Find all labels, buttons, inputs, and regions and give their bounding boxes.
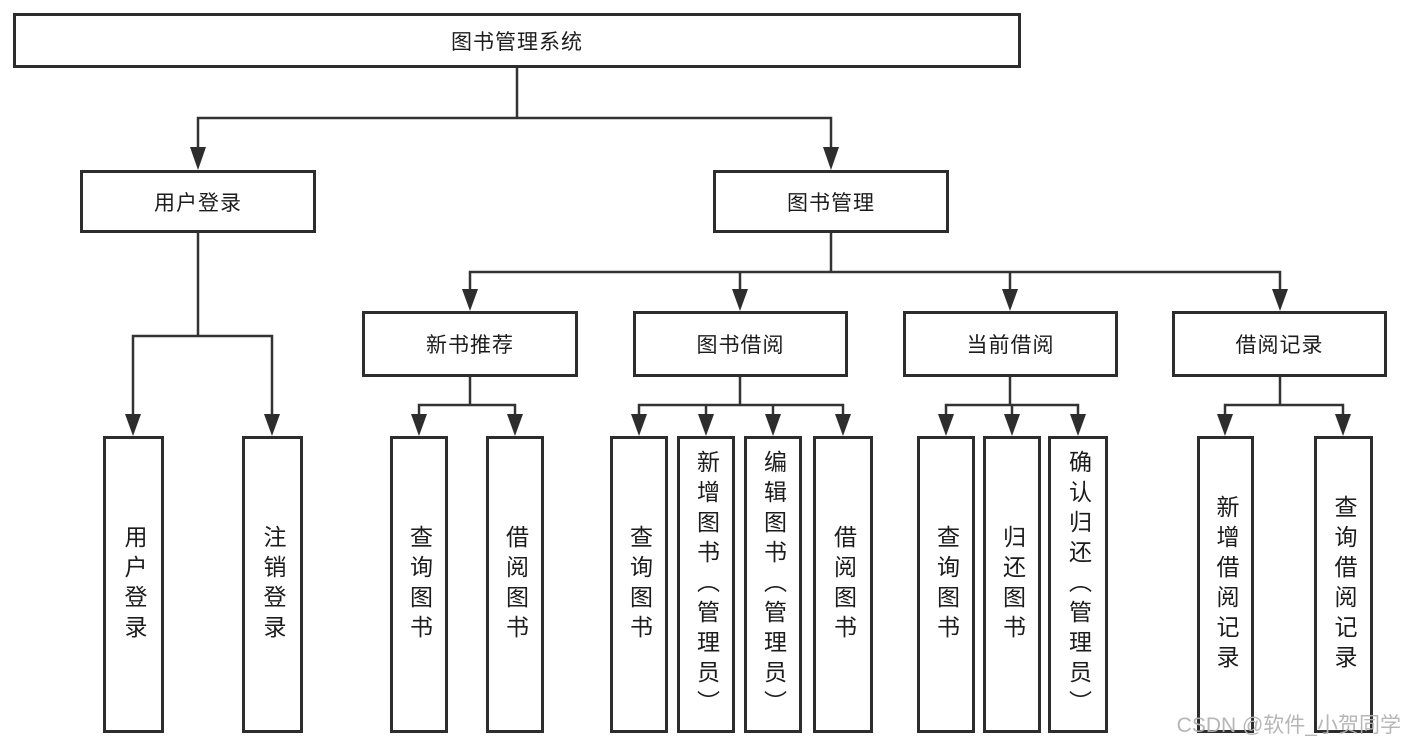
- leaf-user-login-label: 用户登录: [121, 524, 147, 645]
- node-borrowing-records: 借阅记录: [1172, 311, 1387, 377]
- leaf-confirm-return-admin: 确认归还（管理员）: [1048, 436, 1108, 733]
- leaf-edit-books-admin-label: 编辑图书（管理员）: [760, 449, 787, 720]
- arrow-down-icon: [1004, 414, 1020, 436]
- arrow-down-icon: [1070, 414, 1086, 436]
- arrow-down-icon: [462, 289, 478, 311]
- node-current-borrowing: 当前借阅: [903, 311, 1118, 377]
- leaf-query-books-recommend-label: 查询图书: [406, 524, 433, 645]
- leaf-edit-books-admin: 编辑图书（管理员）: [744, 436, 802, 733]
- arrow-down-icon: [631, 414, 647, 436]
- arrow-down-icon: [823, 147, 839, 170]
- connector-level2-fork: [196, 116, 833, 150]
- node-book-management: 图书管理: [713, 170, 949, 233]
- arrow-down-icon: [507, 414, 523, 436]
- node-book-borrowing-label: 图书借阅: [696, 334, 785, 357]
- node-user-login-label: 用户登录: [154, 191, 242, 215]
- node-borrowing-records-label: 借阅记录: [1235, 334, 1324, 357]
- leaf-query-borrow-record: 查询借阅记录: [1314, 436, 1373, 733]
- arrow-down-icon: [732, 289, 748, 311]
- connector-current-fork: [944, 403, 1080, 417]
- leaf-logout-label: 注销登录: [260, 524, 286, 645]
- leaf-confirm-return-admin-label: 确认归还（管理员）: [1065, 449, 1092, 720]
- arrow-down-icon: [411, 414, 427, 436]
- leaf-return-books-label: 归还图书: [999, 524, 1026, 645]
- leaf-add-borrow-record: 新增借阅记录: [1197, 436, 1254, 733]
- leaf-add-borrow-record-label: 新增借阅记录: [1213, 494, 1239, 675]
- connector-records-fork: [1223, 403, 1345, 417]
- leaf-add-books-admin: 新增图书（管理员）: [677, 436, 735, 733]
- node-book-borrowing: 图书借阅: [633, 311, 848, 377]
- node-root: 图书管理系统: [13, 13, 1021, 68]
- leaf-query-books-current-label: 查询图书: [933, 524, 960, 645]
- arrow-down-icon: [1272, 289, 1288, 311]
- leaf-borrow-books-label: 借阅图书: [830, 524, 857, 645]
- arrow-down-icon: [835, 414, 851, 436]
- arrow-down-icon: [264, 414, 280, 436]
- arrow-down-icon: [765, 414, 781, 436]
- arrow-down-icon: [190, 147, 206, 170]
- leaf-logout: 注销登录: [242, 436, 303, 733]
- leaf-query-borrow-record-label: 查询借阅记录: [1331, 494, 1357, 675]
- connector-newbook-fork: [417, 403, 517, 417]
- arrow-down-icon: [125, 414, 141, 436]
- arrow-down-icon: [1335, 414, 1351, 436]
- node-user-login: 用户登录: [80, 170, 316, 233]
- connector-level3-fork: [468, 270, 1282, 292]
- node-book-management-label: 图书管理: [787, 191, 875, 215]
- arrow-down-icon: [938, 414, 954, 436]
- connector-borrow-fork: [637, 403, 845, 417]
- arrow-down-icon: [1217, 414, 1233, 436]
- leaf-query-books-borrowing: 查询图书: [610, 436, 668, 733]
- leaf-query-books-current: 查询图书: [917, 436, 975, 733]
- leaf-user-login: 用户登录: [103, 436, 164, 733]
- connector-userlogin-fork: [131, 334, 274, 417]
- leaf-query-books-recommend: 查询图书: [390, 436, 448, 733]
- node-root-label: 图书管理系统: [451, 30, 583, 54]
- leaf-borrow-books-recommend: 借阅图书: [486, 436, 544, 733]
- node-new-book-recommend-label: 新书推荐: [426, 334, 514, 357]
- leaf-return-books: 归还图书: [983, 436, 1041, 733]
- leaf-borrow-books-recommend-label: 借阅图书: [502, 524, 529, 645]
- arrow-down-icon: [698, 414, 714, 436]
- leaf-query-books-borrowing-label: 查询图书: [626, 524, 653, 645]
- csdn-watermark: CSDN @软件_小贺同学: [1176, 714, 1401, 737]
- node-current-borrowing-label: 当前借阅: [966, 334, 1055, 357]
- node-new-book-recommend: 新书推荐: [362, 311, 578, 377]
- leaf-borrow-books: 借阅图书: [813, 436, 873, 733]
- arrow-down-icon: [1002, 289, 1018, 311]
- leaf-add-books-admin-label: 新增图书（管理员）: [693, 449, 720, 720]
